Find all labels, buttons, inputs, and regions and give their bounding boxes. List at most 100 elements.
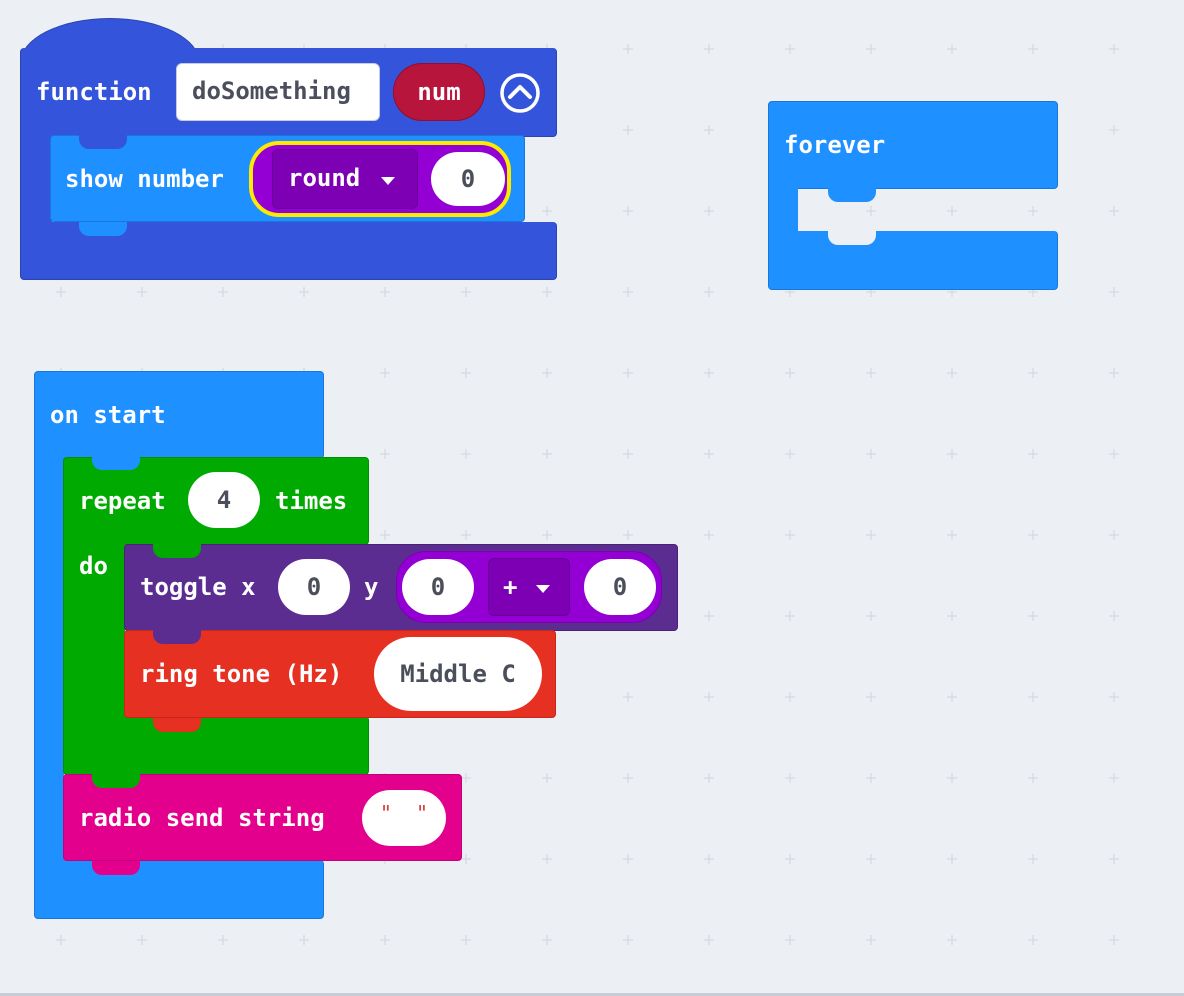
grid-cross [218,935,228,945]
round-operator-dropdown[interactable]: round [272,149,418,209]
grid-cross [1028,449,1038,459]
add-operator-label: + [503,573,518,601]
grid-cross [785,692,795,702]
forever-slot-notch [828,188,876,202]
grid-cross [704,773,714,783]
grid-cross [623,530,633,540]
radio-string-input[interactable]: " " [362,790,446,846]
ring-tone-label: ring tone (Hz) [140,660,343,688]
grid-cross [461,368,471,378]
forever-block-footer [768,231,1058,290]
times-label: times [275,487,348,515]
chevron-up-circle-icon[interactable] [498,71,542,115]
grid-cross [947,206,957,216]
grid-cross [866,530,876,540]
add-left-input[interactable]: 0 [402,559,474,615]
grid-cross [1028,935,1038,945]
grid-cross [542,449,552,459]
grid-cross [1028,368,1038,378]
grid-cross [1028,773,1038,783]
grid-cross [623,44,633,54]
on-start-arm [34,455,64,865]
grid-cross [1109,125,1119,135]
grid-cross [623,854,633,864]
toggle-y-label: y [364,573,379,601]
forever-block-header[interactable] [768,101,1058,189]
dropdown-arrow-icon [536,585,550,593]
grid-cross [785,773,795,783]
function-keyword: function [36,78,152,106]
toggle-x-input[interactable]: 0 [278,559,350,615]
param-num-label: num [417,78,461,106]
add-right-value: 0 [612,573,628,601]
grid-cross [380,368,390,378]
grid-cross [785,449,795,459]
function-block-arm [20,130,52,230]
function-name-field[interactable]: doSomething [176,63,380,121]
radio-string-value: " " [379,801,429,825]
grid-cross [542,935,552,945]
grid-cross [866,611,876,621]
grid-cross [1109,206,1119,216]
grid-cross [623,287,633,297]
grid-cross [1109,935,1119,945]
grid-cross [1109,773,1119,783]
round-value-text: 0 [460,165,476,193]
grid-cross [947,692,957,702]
grid-cross [785,854,795,864]
grid-cross [866,44,876,54]
function-name-text: doSomething [192,77,351,105]
grid-cross [785,611,795,621]
grid-cross [947,449,957,459]
grid-cross [299,935,309,945]
grid-cross [137,935,147,945]
grid-cross [1028,611,1038,621]
grid-cross [704,287,714,297]
repeat-block-arm [63,540,125,720]
add-left-value: 0 [430,573,446,601]
grid-cross [1109,692,1119,702]
grid-cross [380,287,390,297]
on-start-label: on start [50,401,166,429]
repeat-block-footer [63,716,369,775]
grid-cross [1109,530,1119,540]
repeat-top-notch [92,456,140,470]
grid-cross [866,368,876,378]
ring-tone-note-value: Middle C [400,660,516,688]
grid-cross [785,935,795,945]
grid-cross [137,287,147,297]
grid-cross [704,206,714,216]
grid-cross [623,935,633,945]
repeat-count-input[interactable]: 4 [188,472,260,528]
grid-cross [704,530,714,540]
grid-cross [866,692,876,702]
param-num-reporter[interactable]: num [393,63,485,121]
grid-cross [1028,854,1038,864]
radio-send-label: radio send string [79,804,325,832]
round-operator-label: round [288,164,361,192]
grid-cross [461,935,471,945]
grid-cross [785,44,795,54]
grid-cross [380,449,390,459]
grid-cross [1109,449,1119,459]
grid-cross [704,44,714,54]
add-right-input[interactable]: 0 [584,559,656,615]
on-start-header[interactable] [34,371,324,459]
grid-cross [623,692,633,702]
grid-cross [947,611,957,621]
grid-cross [866,854,876,864]
grid-cross [947,854,957,864]
ring-tone-note-input[interactable]: Middle C [374,637,542,711]
grid-cross [623,368,633,378]
round-value-input[interactable]: 0 [431,152,505,206]
grid-cross [1028,206,1038,216]
grid-cross [542,773,552,783]
grid-cross [1109,854,1119,864]
forever-slot-tab [828,231,876,245]
grid-cross [866,206,876,216]
repeat-label: repeat [79,487,166,515]
add-operator-dropdown[interactable]: + [488,558,570,616]
grid-cross [461,287,471,297]
grid-cross [461,854,471,864]
